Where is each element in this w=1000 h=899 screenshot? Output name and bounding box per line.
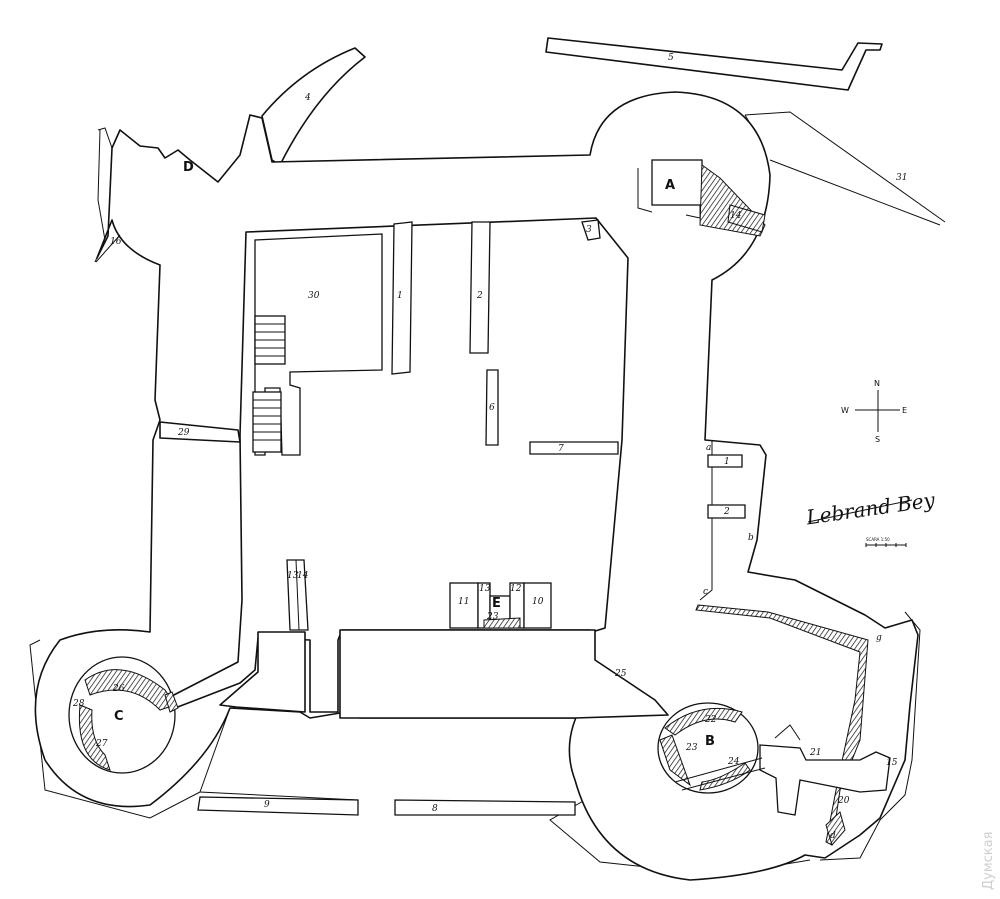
hatched-details xyxy=(164,204,846,847)
label-13: 13 xyxy=(479,584,491,594)
label-14b: 14 xyxy=(730,211,742,221)
label-16: 16 xyxy=(110,237,122,247)
label-29: 29 xyxy=(177,428,190,438)
label-23-e: 23 xyxy=(486,612,499,622)
slab-8 xyxy=(394,799,576,816)
label-tower-a: A xyxy=(665,178,675,193)
label-b-small: b xyxy=(748,533,754,543)
staircase-lower xyxy=(252,391,282,453)
label-5: 5 xyxy=(668,53,674,63)
label-10: 10 xyxy=(532,597,544,607)
label-tower-c: C xyxy=(114,709,124,724)
label-tower-b: B xyxy=(705,734,715,749)
label-room-2: 2 xyxy=(723,507,730,517)
label-6: 6 xyxy=(489,403,495,413)
tower-b xyxy=(657,702,759,794)
south-curtain xyxy=(219,629,669,719)
inner-slabs xyxy=(286,219,619,631)
signature: Lebrand Bey xyxy=(804,488,937,530)
scale-label: SCARA 1:50 xyxy=(866,537,890,542)
label-d-small: d xyxy=(830,831,836,841)
label-8: 8 xyxy=(432,804,438,814)
label-21: 21 xyxy=(809,748,821,758)
label-2: 2 xyxy=(476,291,483,301)
label-14: 14 xyxy=(297,571,309,581)
passage-29 xyxy=(159,421,241,443)
label-30: 30 xyxy=(308,291,320,301)
compass-n: N xyxy=(874,379,880,388)
label-9: 9 xyxy=(264,800,270,810)
bastion-d xyxy=(95,127,121,263)
label-3: 3 xyxy=(586,225,592,235)
watermark: Думская xyxy=(981,832,996,890)
label-20: 20 xyxy=(837,796,850,806)
label-room-1: 1 xyxy=(724,457,730,467)
label-15: 15 xyxy=(886,758,898,768)
compass-s: S xyxy=(875,435,880,444)
label-27: 27 xyxy=(95,739,108,749)
label-12: 12 xyxy=(510,584,522,594)
rooms-e xyxy=(449,582,552,629)
room-30 xyxy=(252,233,383,456)
label-7: 7 xyxy=(558,444,564,454)
label-a-small: a xyxy=(706,443,711,453)
south-east-works xyxy=(674,724,891,816)
label-24: 24 xyxy=(727,757,740,767)
label-23: 23 xyxy=(685,743,698,753)
wall-4 xyxy=(261,47,366,166)
label-g-small: g xyxy=(876,633,882,643)
scale-bar: SCARA 1:50 xyxy=(865,537,907,547)
label-room-e: E xyxy=(492,596,501,611)
label-bastion-d: D xyxy=(183,160,194,175)
label-11: 11 xyxy=(458,597,469,607)
label-22: 22 xyxy=(704,715,717,725)
label-4: 4 xyxy=(304,93,311,103)
compass-w: W xyxy=(841,406,849,415)
label-c-small: c xyxy=(703,587,708,597)
label-1: 1 xyxy=(397,291,403,301)
compass-e: E xyxy=(902,406,907,415)
label-31: 31 xyxy=(896,173,907,183)
labels: A B C D E 1 2 3 4 5 6 7 8 9 10 11 12 13 … xyxy=(72,53,907,841)
label-28: 28 xyxy=(72,699,85,709)
compass-rose: N S E W xyxy=(841,379,907,444)
slab-9 xyxy=(197,796,359,816)
slab-5 xyxy=(545,37,883,91)
east-passages xyxy=(695,440,869,846)
label-13b: 13 xyxy=(287,571,299,581)
staircase-upper xyxy=(254,315,286,365)
label-25: 25 xyxy=(614,669,627,679)
label-26: 26 xyxy=(112,684,125,694)
